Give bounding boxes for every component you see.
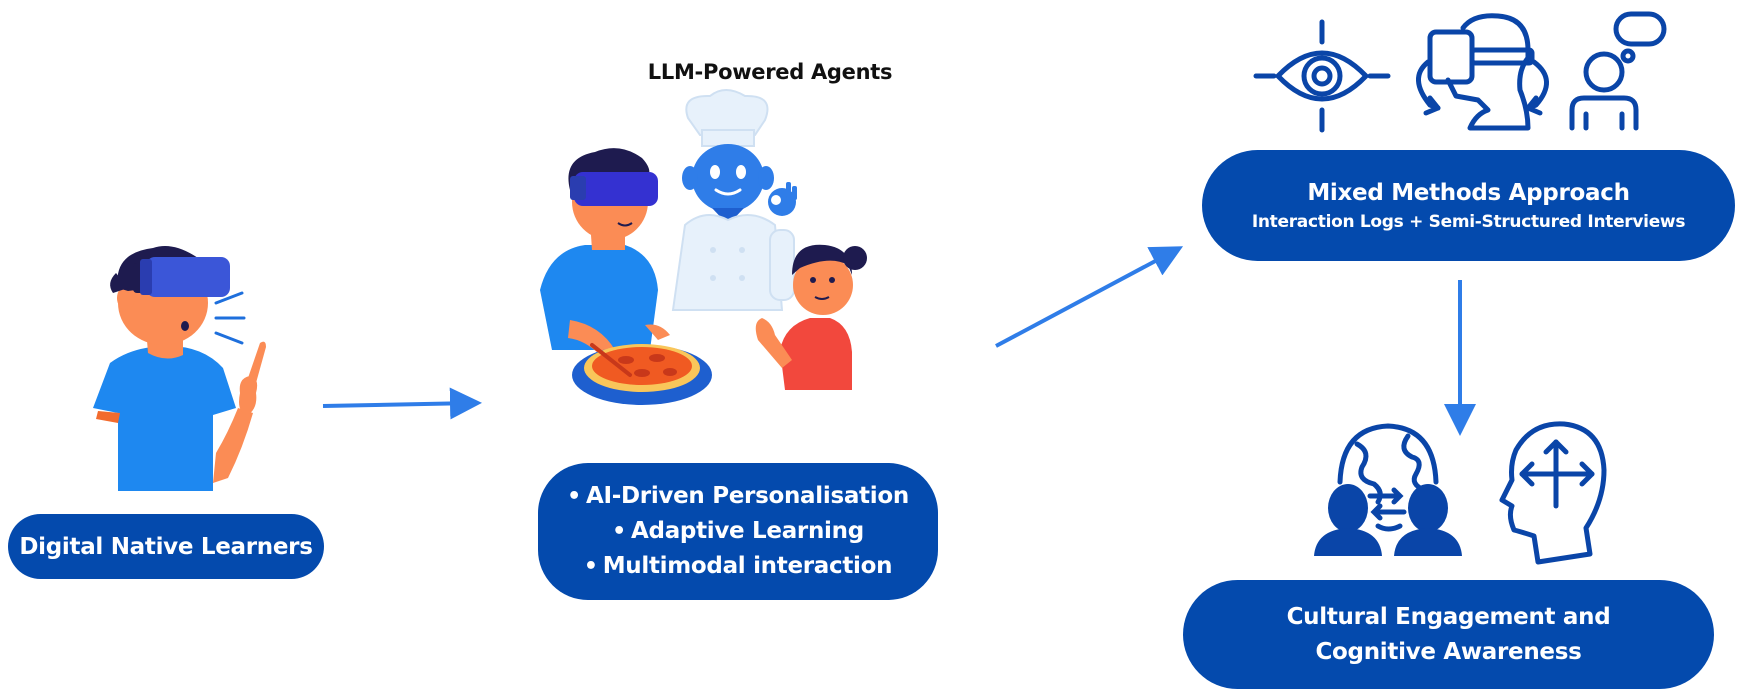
person-thinking-icon: [1569, 11, 1667, 131]
agent-features-box: AI-Driven Personalisation Adaptive Learn…: [538, 463, 938, 600]
girl: [755, 244, 867, 390]
boy-vr-headset: [574, 172, 658, 206]
llm-agents-illustration: [540, 89, 867, 405]
cultural-cognitive-outcome-box: Cultural Engagement and Cognitive Awaren…: [1183, 580, 1714, 689]
robot-chef: [671, 89, 797, 311]
feature-item: AI-Driven Personalisation: [562, 479, 909, 514]
arrow-learners-to-agents: [322, 387, 482, 420]
digital-native-learners-box: Digital Native Learners: [8, 514, 324, 579]
agent-features-list: AI-Driven Personalisation Adaptive Learn…: [562, 479, 909, 584]
boy-with-vr: [540, 148, 670, 355]
feature-item: Adaptive Learning: [562, 514, 909, 549]
cultural-exchange-globe-icon: [1314, 423, 1462, 556]
vr-learner-illustration: [93, 245, 266, 491]
cognitive-head-arrows-icon: [1499, 421, 1607, 565]
pizza: [572, 343, 712, 405]
mixed-methods-title: Mixed Methods Approach: [1307, 179, 1630, 206]
outcome-label: Cultural Engagement and Cognitive Awaren…: [1286, 603, 1611, 665]
eye-tracking-icon: [1253, 19, 1391, 133]
mixed-methods-subtitle: Interaction Logs + Semi-Structured Inter…: [1251, 211, 1686, 232]
vr-head-rotation-icon: [1416, 13, 1549, 131]
digital-native-learners-label: Digital Native Learners: [19, 533, 313, 560]
feature-item: Multimodal interaction: [562, 549, 909, 584]
mixed-methods-box: Mixed Methods Approach Interaction Logs …: [1202, 150, 1735, 261]
llm-agents-title: LLM-Powered Agents: [647, 60, 893, 84]
learner-shirt: [93, 346, 236, 491]
arrow-agents-to-methods: [995, 246, 1184, 348]
learner-vr-headset: [146, 257, 230, 297]
